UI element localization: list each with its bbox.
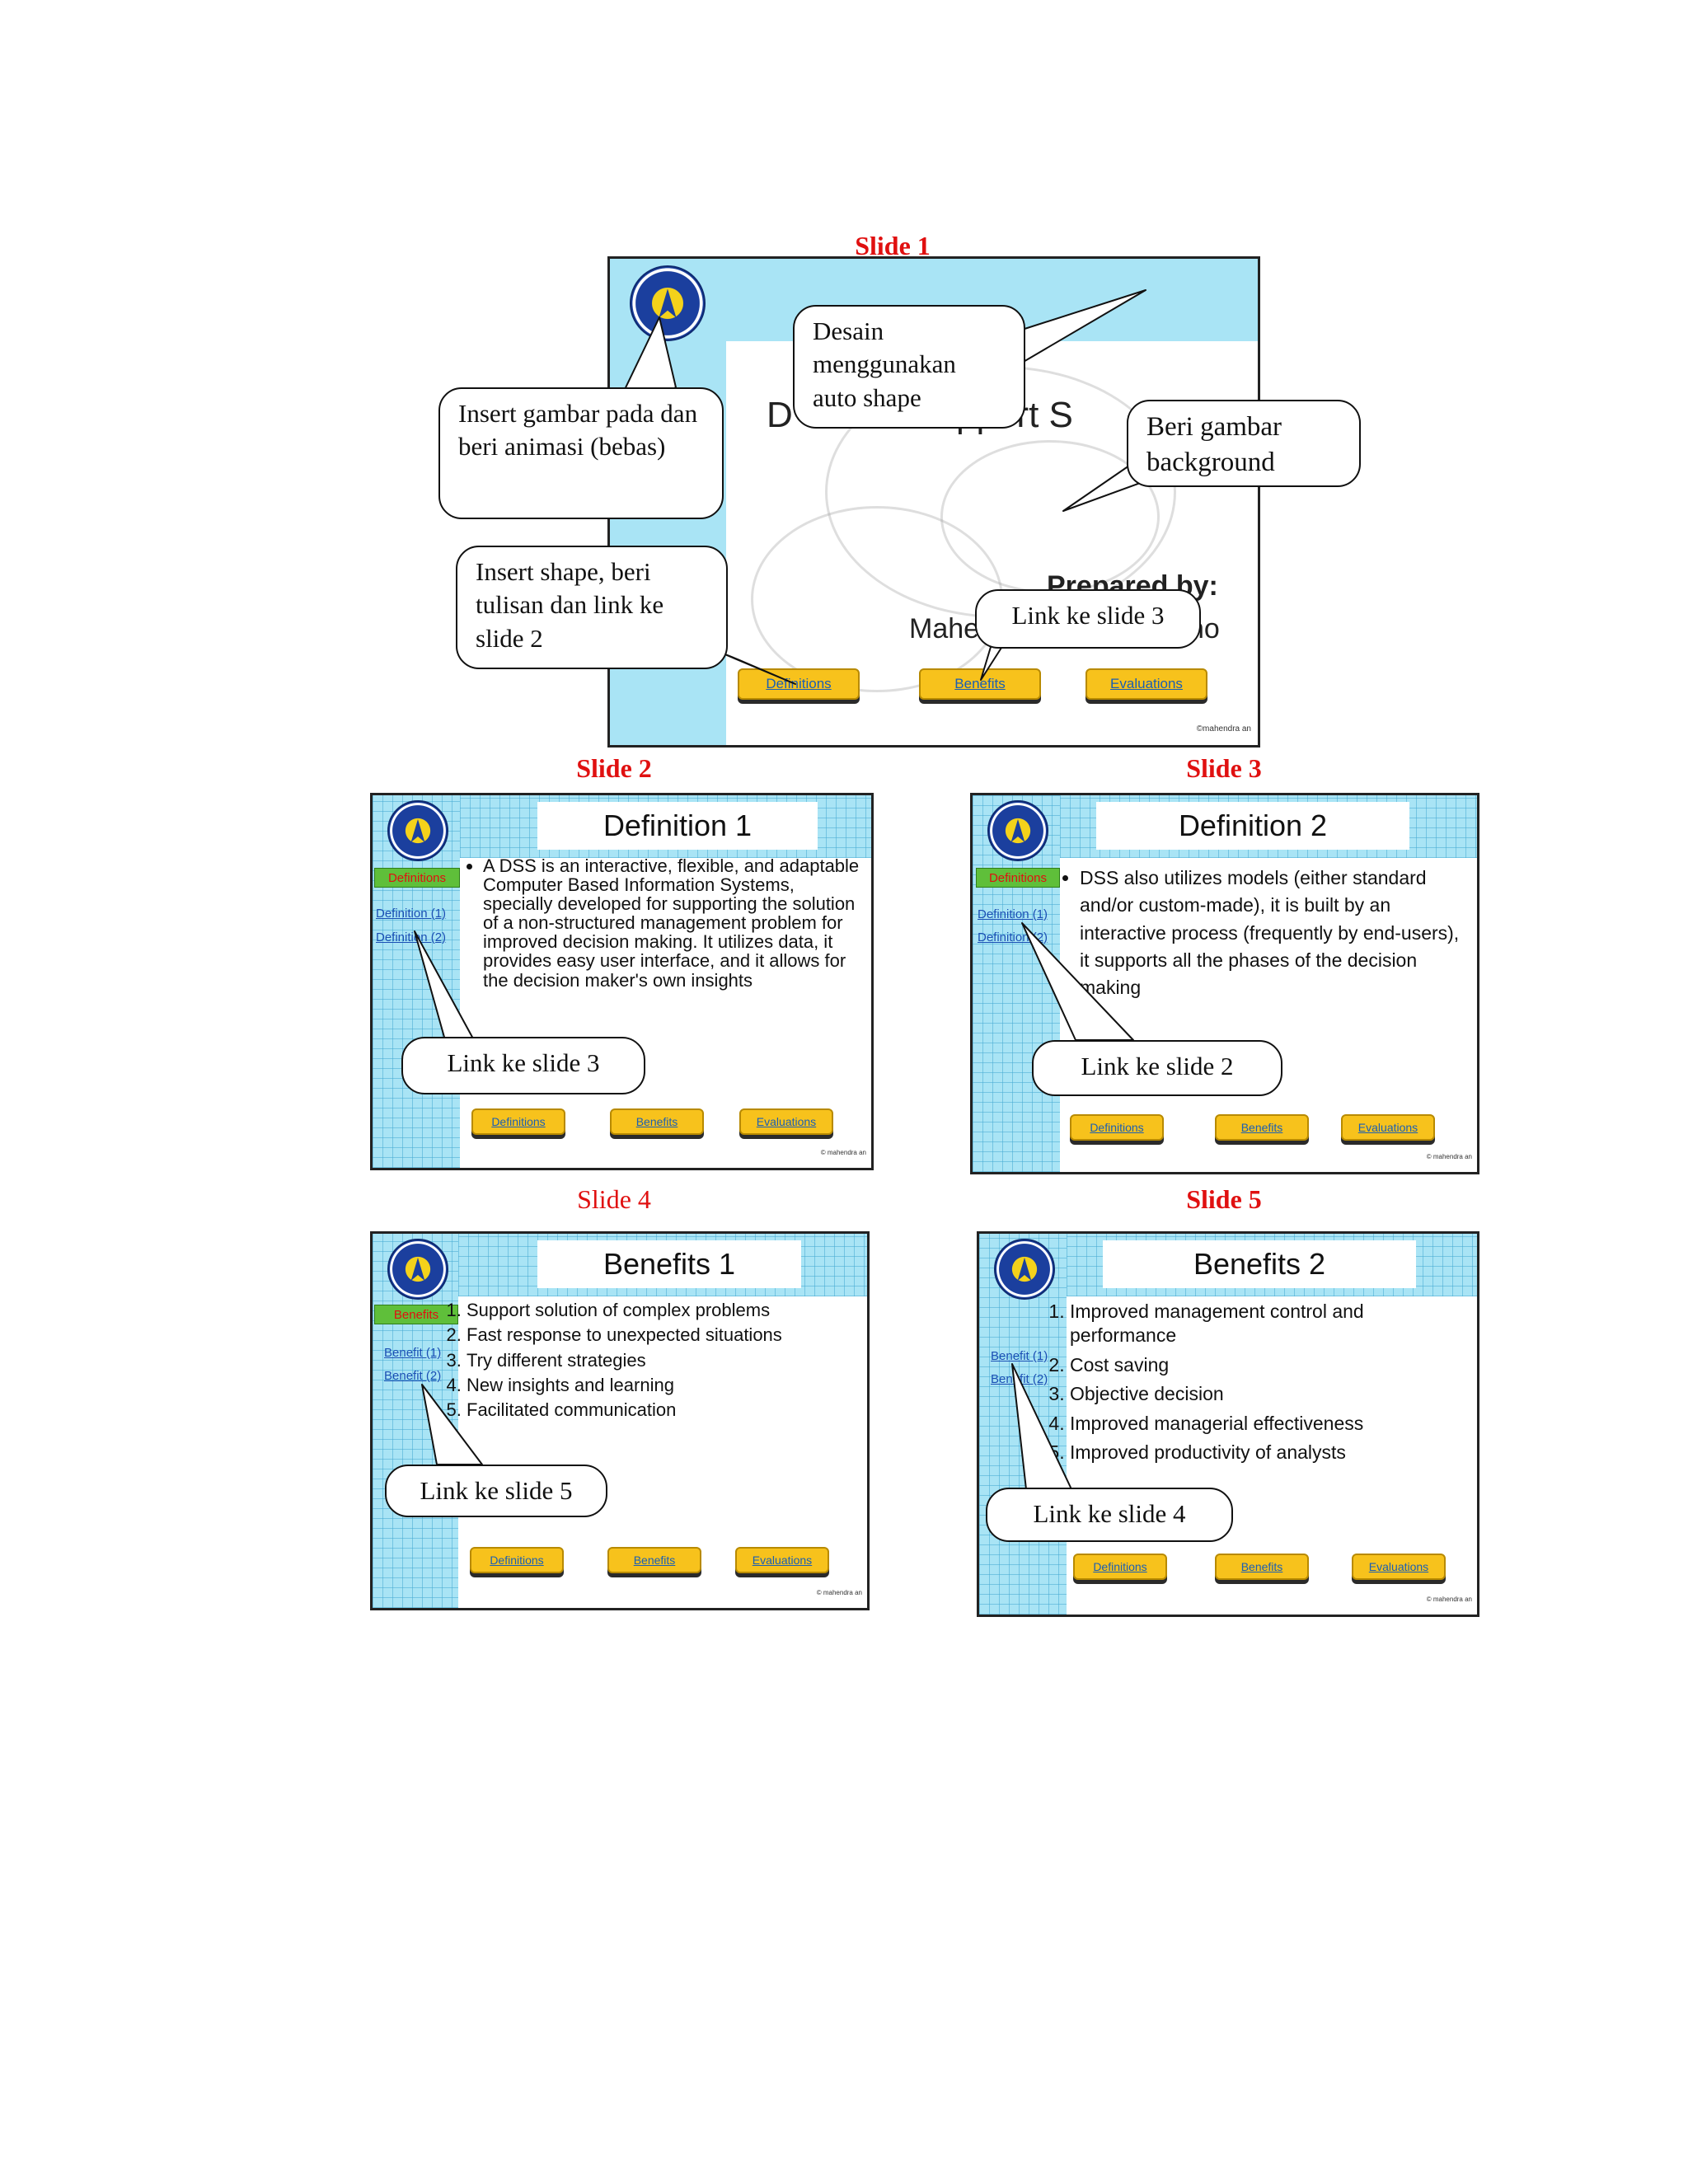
side-link-benefit-1[interactable]: Benefit (1) — [991, 1349, 1048, 1363]
slide-1-label: Slide 1 — [855, 231, 931, 260]
side-nav-definitions[interactable]: Definitions — [976, 868, 1060, 888]
callout-background: Beri gambar background — [1127, 400, 1361, 487]
evaluations-button[interactable]: Evaluations — [1352, 1554, 1446, 1580]
university-logo — [387, 800, 448, 861]
slide-2-thumbnail: Definition 1 Definitions Definition (1) … — [370, 793, 874, 1170]
callout-insert-shape: Insert shape, beri tulisan dan link ke s… — [456, 546, 728, 669]
list-item: Facilitated communication — [467, 1398, 854, 1422]
slide-title: Benefits 2 — [1103, 1240, 1416, 1288]
evaluations-button[interactable]: Evaluations — [1085, 668, 1207, 700]
benefits-button[interactable]: Benefits — [607, 1547, 701, 1573]
callout-link-slide-3: Link ke slide 3 — [975, 589, 1201, 649]
copyright-text: © mahendra an — [1426, 1596, 1472, 1603]
side-link-benefit-2[interactable]: Benefit (2) — [991, 1372, 1048, 1386]
callout-link-slide-4: Link ke slide 4 — [986, 1488, 1233, 1542]
side-link-benefit-2[interactable]: Benefit (2) — [384, 1369, 442, 1383]
side-link-benefit-1[interactable]: Benefit (1) — [384, 1346, 442, 1360]
copyright-text: © mahendra an — [820, 1149, 866, 1156]
definitions-button[interactable]: Definitions — [471, 1108, 565, 1135]
slide-5-label: Slide 5 — [1186, 1184, 1262, 1214]
university-logo — [387, 1239, 448, 1300]
callout-link-slide-5: Link ke slide 5 — [385, 1465, 607, 1517]
university-logo — [987, 800, 1048, 861]
author-text-fragment: Mahe — [909, 613, 980, 644]
callout-insert-image: Insert gambar pada dan beri animasi (beb… — [438, 387, 724, 519]
definition-body: A DSS is an interactive, flexible, and a… — [483, 856, 860, 990]
evaluations-button[interactable]: Evaluations — [735, 1547, 829, 1573]
list-item: New insights and learning — [467, 1373, 854, 1398]
benefits-button[interactable]: Benefits — [1215, 1554, 1309, 1580]
slide-title: Benefits 1 — [537, 1240, 801, 1288]
slide-2-label: Slide 2 — [576, 753, 652, 783]
definitions-button[interactable]: Definitions — [738, 668, 860, 700]
university-logo — [994, 1239, 1055, 1300]
side-link-definition-2[interactable]: Definition (2) — [376, 930, 447, 944]
side-link-definition-2[interactable]: Definition (2) — [978, 930, 1048, 944]
slide-title: Definition 1 — [537, 802, 818, 850]
copyright-text: ©mahendra an — [1196, 724, 1251, 733]
slide-4-label: Slide 4 — [577, 1184, 651, 1214]
slide-3-label: Slide 3 — [1186, 753, 1262, 783]
list-item: Fast response to unexpected situations — [467, 1323, 854, 1347]
side-link-definition-1[interactable]: Definition (1) — [376, 907, 447, 921]
definition-body: DSS also utilizes models (either standar… — [1080, 865, 1465, 1002]
definitions-button[interactable]: Definitions — [1070, 1114, 1164, 1141]
slide-1-title-fragment: D — [767, 395, 793, 435]
list-item: Cost saving — [1070, 1353, 1457, 1377]
list-item: Improved management control and performa… — [1070, 1300, 1457, 1348]
list-item: Objective decision — [1070, 1382, 1457, 1406]
copyright-text: © mahendra an — [816, 1589, 862, 1596]
side-nav-benefits[interactable]: Benefits — [374, 1305, 458, 1324]
callout-link-slide-3: Link ke slide 3 — [401, 1037, 645, 1094]
benefits-button[interactable]: Benefits — [919, 668, 1041, 700]
university-logo — [630, 265, 706, 341]
side-nav-definitions[interactable]: Definitions — [374, 868, 460, 888]
callout-design-autoshape: Desain menggunakan auto shape — [793, 305, 1025, 429]
copyright-text: © mahendra an — [1426, 1153, 1472, 1160]
list-item: Improved managerial effectiveness — [1070, 1412, 1457, 1436]
list-item: Try different strategies — [467, 1348, 854, 1373]
evaluations-button[interactable]: Evaluations — [1341, 1114, 1435, 1141]
slide-5-thumbnail: Benefits 2 Benefit (1) Benefit (2) Impro… — [977, 1231, 1479, 1617]
slide-title: Definition 2 — [1096, 802, 1409, 850]
definitions-button[interactable]: Definitions — [1073, 1554, 1167, 1580]
slide-3-thumbnail: Definition 2 Definitions Definition (1) … — [970, 793, 1479, 1174]
benefits-button[interactable]: Benefits — [610, 1108, 704, 1135]
evaluations-button[interactable]: Evaluations — [739, 1108, 833, 1135]
definitions-button[interactable]: Definitions — [470, 1547, 564, 1573]
list-item: Improved productivity of analysts — [1070, 1441, 1457, 1465]
slide-4-thumbnail: Benefits 1 Benefits Benefit (1) Benefit … — [370, 1231, 870, 1610]
side-link-definition-1[interactable]: Definition (1) — [978, 907, 1048, 921]
benefits-button[interactable]: Benefits — [1215, 1114, 1309, 1141]
list-item: Support solution of complex problems — [467, 1298, 854, 1323]
callout-link-slide-2: Link ke slide 2 — [1032, 1040, 1282, 1096]
